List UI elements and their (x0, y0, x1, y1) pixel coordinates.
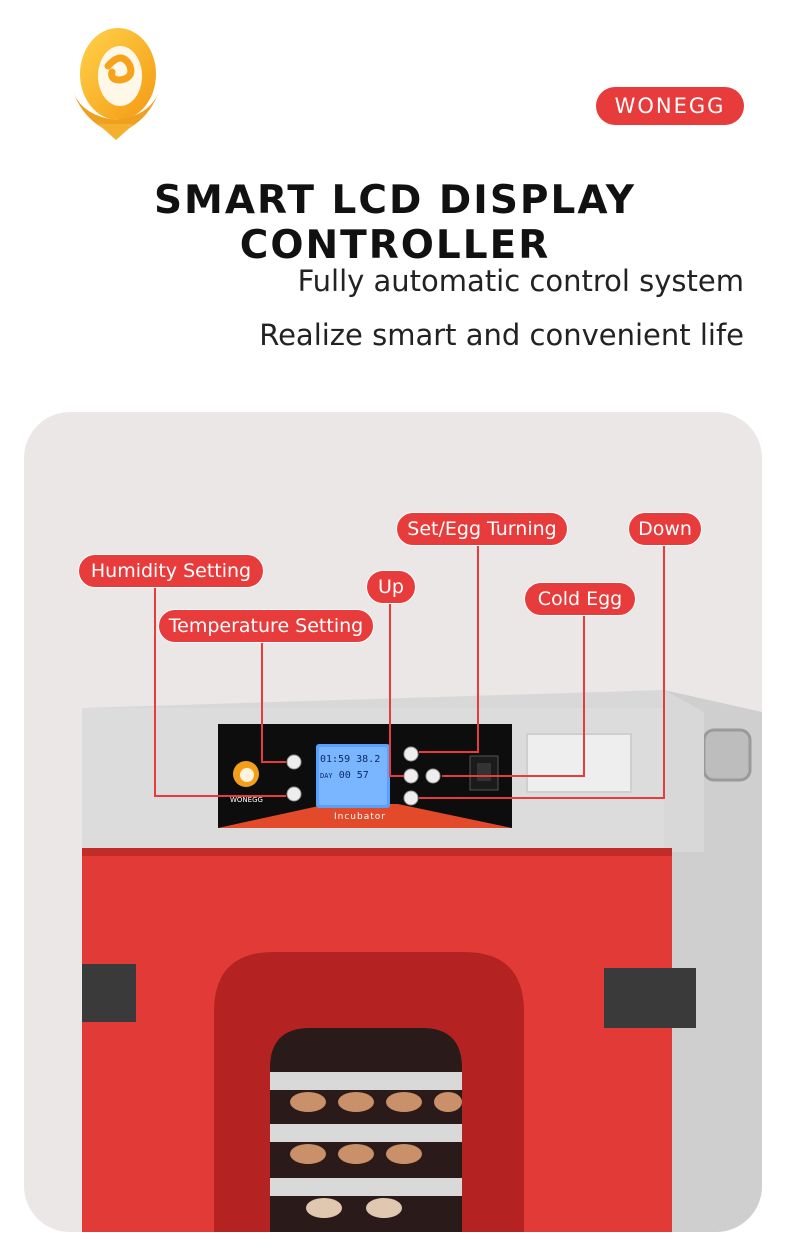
callout-humidity-setting: Humidity Setting (78, 554, 264, 588)
subtitle-line-1: Fully automatic control system (297, 264, 744, 298)
panel-product-label: Incubator (334, 812, 386, 822)
brand-badge: WONEGG (596, 87, 744, 125)
lcd-time: 01:59 (320, 754, 351, 765)
callout-down: Down (628, 512, 702, 546)
lcd-humidity: 57 (356, 770, 369, 781)
callout-set-egg-turning: Set/Egg Turning (396, 512, 568, 546)
brand-logo-icon (68, 24, 164, 144)
callout-temperature-setting: Temperature Setting (158, 609, 374, 643)
lcd-temperature: 38.2 (356, 754, 381, 765)
lcd-day: 00 (338, 770, 351, 781)
panel-brand-label: WONEGG (230, 796, 263, 804)
product-photo: 01:59 38.2 DAY 00 57 WONEGG Incubator Hu… (24, 412, 762, 1232)
subtitle-line-2: Realize smart and convenient life (259, 318, 744, 352)
lcd-day-label: DAY (320, 772, 333, 780)
control-panel (218, 724, 512, 828)
page-title: SMART LCD DISPLAY CONTROLLER (153, 178, 637, 268)
callout-up: Up (366, 570, 416, 604)
callout-cold-egg: Cold Egg (524, 582, 636, 616)
